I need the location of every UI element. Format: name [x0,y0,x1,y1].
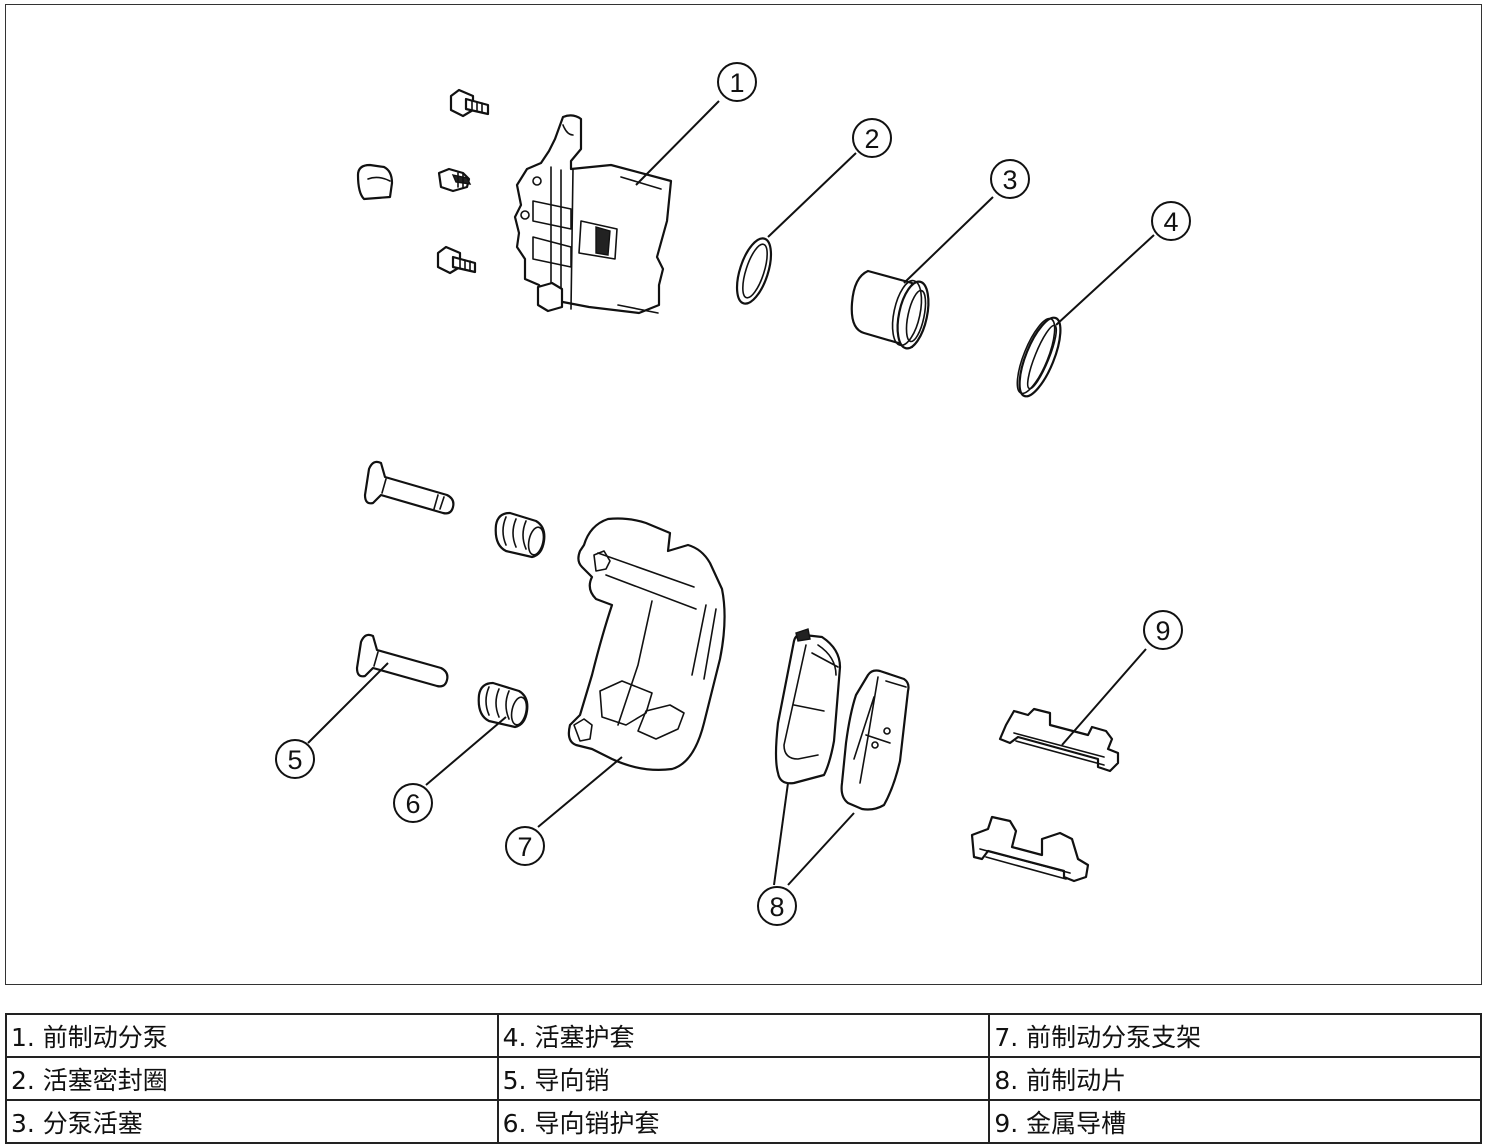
callout-8: 8 [757,886,797,926]
callout-number: 6 [405,789,420,819]
dust-cap [356,163,394,201]
bleeder-bolt-top [449,88,490,118]
legend-row: 1. 前制动分泵 4. 活塞护套 7. 前制动分泵支架 [5,1013,1482,1058]
callout-number: 8 [769,892,784,922]
legend-cell: 7. 前制动分泵支架 [988,1013,1482,1058]
callout-3: 3 [990,159,1030,199]
callout-7: 7 [505,826,545,866]
legend-cell: 1. 前制动分泵 [5,1013,499,1058]
piston-seal [735,237,773,305]
callout-4: 4 [1151,201,1191,241]
guide-pin-boot-lower [477,681,529,729]
legend-cell: 4. 活塞护套 [496,1013,991,1058]
piston-boot [1016,316,1062,398]
callout-number: 3 [1002,165,1017,195]
callout-1: 1 [717,62,757,102]
callout-9: 9 [1143,610,1183,650]
parts-legend-table: 1. 前制动分泵 4. 活塞护套 7. 前制动分泵支架 2. 活塞密封圈 5. … [5,1013,1482,1144]
bleeder-screw [437,167,472,193]
brake-caliper [513,114,673,315]
guide-pin-lower [355,633,449,688]
guide-pin-boot-upper [494,511,546,559]
legend-cell: 3. 分泵活塞 [5,1099,499,1144]
legend-cell: 6. 导向销护套 [496,1099,991,1144]
diagram-canvas: 1 2 3 4 5 6 7 8 9 [275,62,1191,926]
legend-cell: 8. 前制动片 [988,1056,1482,1101]
brake-pad-outer [840,669,910,811]
guide-pin-upper [363,460,455,515]
pad-clip-upper [998,707,1120,773]
callout-number: 5 [287,745,302,775]
pad-clip-lower [970,815,1090,883]
callout-number: 7 [517,832,532,862]
callout-number: 1 [729,68,744,98]
legend-row: 2. 活塞密封圈 5. 导向销 8. 前制动片 [5,1056,1482,1101]
legend-cell: 5. 导向销 [496,1056,991,1101]
exploded-diagram: 1 2 3 4 5 6 7 8 9 [5,4,1482,985]
callout-number: 9 [1155,616,1170,646]
legend-row: 3. 分泵活塞 6. 导向销护套 9. 金属导槽 [5,1099,1482,1144]
caliper-bolt-lower [436,245,477,275]
caliper-bracket [567,517,726,771]
callout-2: 2 [852,118,892,158]
callout-number: 4 [1163,207,1178,237]
callout-5: 5 [275,739,315,779]
brake-pad-inner [774,628,842,785]
callout-6: 6 [393,783,433,823]
caliper-piston [850,269,930,350]
legend-cell: 2. 活塞密封圈 [5,1056,499,1101]
callout-number: 2 [864,124,879,154]
leader-lines [307,100,1155,886]
legend-cell: 9. 金属导槽 [988,1099,1482,1144]
